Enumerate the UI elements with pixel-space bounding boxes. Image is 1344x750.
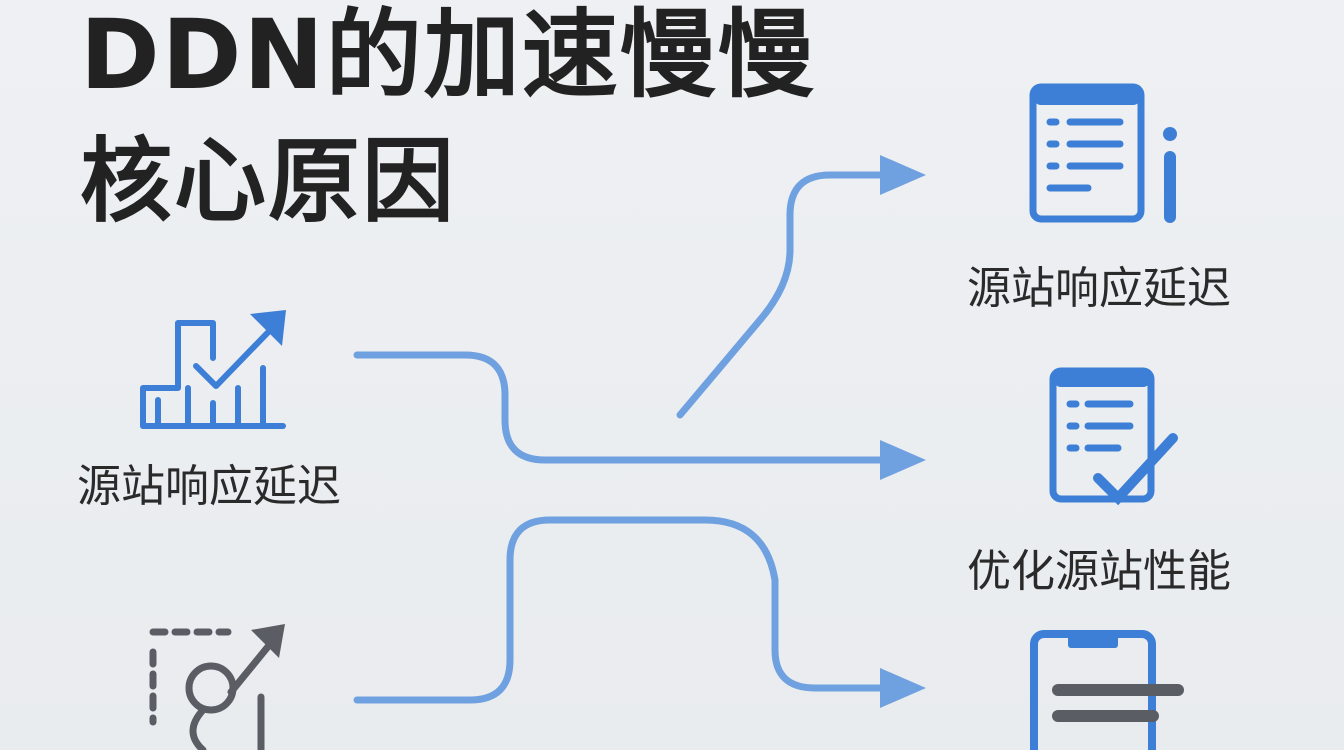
document-info-icon: [1029, 83, 1177, 223]
chart-check-icon: [140, 310, 286, 429]
phone-list-icon: [1030, 630, 1184, 750]
arrowhead-middle: [880, 440, 926, 480]
checklist-check-icon: [1049, 367, 1178, 506]
flow-arrow-lower: [353, 516, 889, 704]
right-label-1: 源站响应延迟: [967, 263, 1231, 314]
flow-arrow-upper: [676, 171, 889, 419]
route-pin-icon: [149, 624, 285, 750]
right-label-2: 优化源站性能: [967, 546, 1231, 597]
diagram-title-line2: 核心原因: [80, 128, 457, 235]
arrowhead-lower: [880, 668, 926, 708]
arrowhead-upper: [880, 155, 926, 195]
flow-arrow-middle: [353, 351, 889, 464]
diagram-title-line1: DDN的加速慢慢: [80, 0, 816, 111]
left-label-1: 源站响应延迟: [77, 461, 341, 512]
